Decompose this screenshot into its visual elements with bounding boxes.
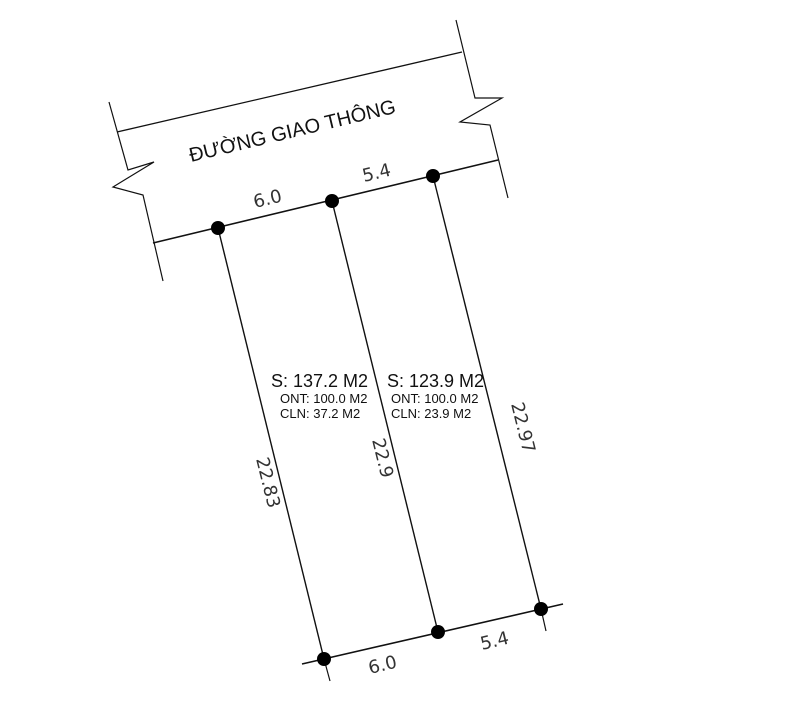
dim-bottom-left: 6.0 [366,652,399,679]
corner-points [211,169,548,666]
lot-1-labels: S: 137.2 M2 ONT: 100.0 M2 CLN: 37.2 M2 [271,371,368,421]
lot-2-ont: ONT: 100.0 M2 [391,391,478,406]
dim-side-left: 22.83 [251,455,284,510]
corner-point-front-middle [325,194,339,208]
road: ĐƯỜNG GIAO THÔNG [108,19,509,282]
road-left-break-line [108,101,164,282]
boundary-middle [331,200,439,633]
dim-top-left: 6.0 [251,186,284,213]
boundary-left [217,227,325,660]
road-right-break-line [455,19,509,199]
lot-2-area: S: 123.9 M2 [387,371,484,391]
corner-point-rear-right [534,602,548,616]
lot-1-ont: ONT: 100.0 M2 [280,391,367,406]
dim-bottom-right: 5.4 [478,628,511,655]
corner-point-rear-left [317,652,331,666]
lot-2-labels: S: 123.9 M2 ONT: 100.0 M2 CLN: 23.9 M2 [387,371,484,421]
lot-1-area: S: 137.2 M2 [271,371,368,391]
corner-point-front-left [211,221,225,235]
corner-point-front-right [426,169,440,183]
dim-top-right: 5.4 [360,160,393,187]
dim-side-right: 22.97 [506,400,539,455]
lot-1-cln: CLN: 37.2 M2 [280,406,360,421]
road-top-edge [116,51,463,133]
dim-side-middle: 22.9 [367,436,397,480]
corner-point-rear-middle [431,625,445,639]
boundary-right [432,175,542,610]
road-label: ĐƯỜNG GIAO THÔNG [187,95,398,167]
lot-boundaries [217,175,564,682]
lot-2-cln: CLN: 23.9 M2 [391,406,471,421]
